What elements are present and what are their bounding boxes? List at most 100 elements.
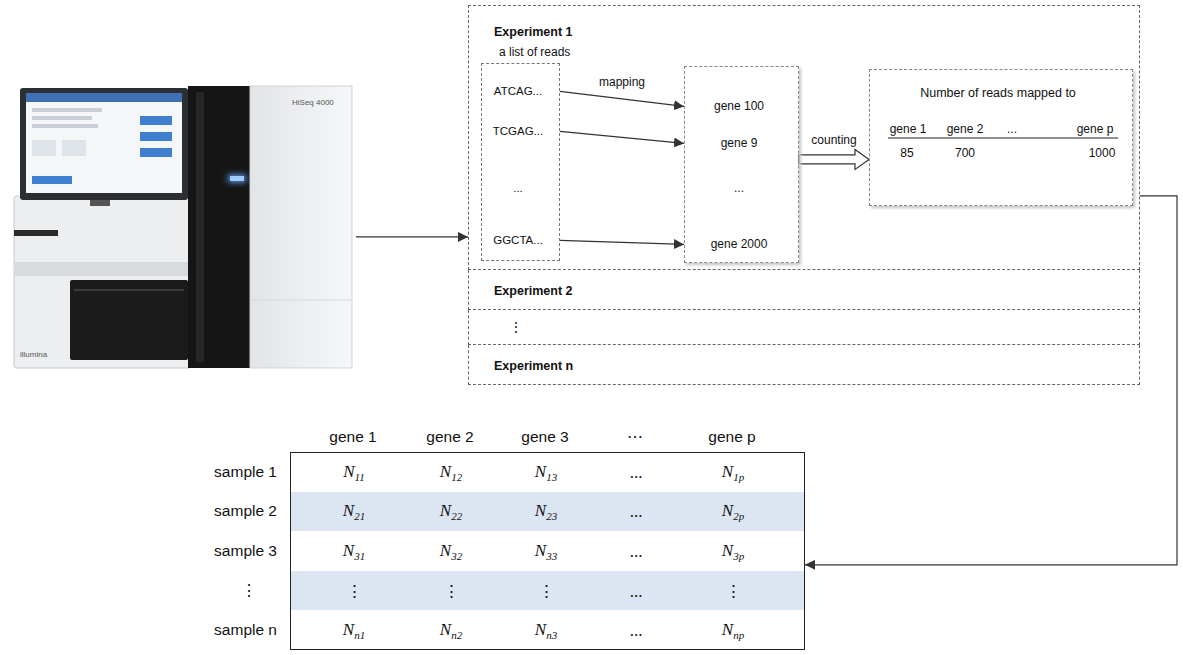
node-text: N32 bbox=[440, 541, 462, 560]
screen-line bbox=[32, 124, 98, 128]
subscript: n2 bbox=[451, 629, 462, 641]
node-text: ... bbox=[630, 463, 643, 482]
label-slot: sample 3 bbox=[214, 541, 277, 561]
subscript: 2p bbox=[733, 510, 744, 522]
text-slot: Nn2 bbox=[440, 620, 462, 643]
table-rule bbox=[888, 138, 1118, 139]
node-text: gene 9 bbox=[721, 136, 758, 150]
node-text: ... bbox=[630, 542, 643, 561]
node-text: N23 bbox=[535, 501, 557, 520]
machine-drawer bbox=[70, 280, 188, 360]
text-slot: ... bbox=[630, 621, 643, 641]
label-slot: sample n bbox=[214, 620, 277, 640]
node-text: N1p bbox=[722, 462, 744, 481]
label-slot: sample 1 bbox=[214, 462, 277, 482]
node-text: N3p bbox=[722, 541, 744, 560]
node-text: a list of reads bbox=[499, 45, 570, 59]
count-box: Number of reads mapped togene 1gene 2...… bbox=[869, 69, 1133, 206]
row-label: sample 3 bbox=[214, 542, 277, 559]
sequencer-photo: illuminaHiSeq 4000 bbox=[8, 84, 356, 374]
node-text: ⋮ bbox=[443, 581, 460, 600]
text-slot: ⋮ bbox=[443, 581, 460, 601]
screen-button bbox=[140, 116, 172, 125]
column-reflection bbox=[196, 92, 204, 362]
node-text: HiSeq 4000 bbox=[292, 98, 334, 107]
text-slot: N1p bbox=[722, 462, 744, 485]
subscript: 23 bbox=[546, 510, 557, 522]
text-slot: ... bbox=[630, 502, 643, 522]
node-text: GGCTA... bbox=[493, 234, 543, 246]
subscript: np bbox=[733, 629, 744, 641]
text-slot: gene 100 bbox=[714, 95, 764, 114]
text-slot: ... bbox=[630, 542, 643, 562]
node-text: ... bbox=[630, 502, 643, 521]
machine-ledge bbox=[14, 262, 192, 276]
row-label: sample n bbox=[214, 621, 277, 638]
screen-bar bbox=[26, 93, 182, 102]
subscript: 3p bbox=[733, 550, 744, 562]
node-text: gene 2000 bbox=[711, 237, 768, 251]
symbol: N bbox=[722, 501, 733, 520]
text-slot: ⋮ bbox=[538, 581, 555, 601]
text-slot: a list of reads bbox=[499, 41, 570, 60]
screen-panel bbox=[32, 140, 56, 156]
text-slot: TCGAG... bbox=[493, 120, 543, 139]
monitor-frame bbox=[20, 88, 188, 200]
node-text: Experiment 1 bbox=[494, 25, 573, 39]
node-text: ... bbox=[1007, 122, 1017, 136]
text-slot: ... bbox=[630, 581, 643, 601]
label-slot: sample 2 bbox=[214, 501, 277, 521]
subscript: 33 bbox=[546, 550, 557, 562]
block-arrow bbox=[799, 149, 869, 169]
text-slot: 85 bbox=[900, 142, 913, 161]
text-slot: GGCTA... bbox=[493, 229, 543, 248]
count-matrix: N11N12N13...N1pN21N22N23...N2pN31N32N33.… bbox=[290, 452, 805, 650]
symbol: N bbox=[722, 620, 733, 639]
machine-body bbox=[14, 196, 192, 368]
label-slot: ⋮ bbox=[241, 581, 257, 601]
experiment-panel: Experiment n bbox=[468, 345, 1140, 385]
symbol: N bbox=[722, 462, 733, 481]
node-text: N31 bbox=[343, 541, 365, 560]
text-slot: ⋮ bbox=[725, 581, 742, 601]
label-slot: gene p bbox=[708, 427, 755, 447]
text-slot: ⋮ bbox=[346, 581, 363, 601]
edge-label-slot: counting bbox=[809, 130, 858, 149]
text-slot: Nnp bbox=[722, 620, 744, 643]
row-label: ⋮ bbox=[241, 582, 257, 599]
tower-seam bbox=[250, 300, 352, 301]
node-text: ... bbox=[513, 182, 523, 194]
label-slot: ⋯ bbox=[627, 427, 643, 447]
node-text: N21 bbox=[343, 501, 365, 520]
text-slot: N23 bbox=[535, 501, 557, 524]
connector bbox=[560, 131, 684, 143]
connector bbox=[356, 236, 468, 237]
symbol: N bbox=[343, 541, 354, 560]
node-text: N2p bbox=[722, 501, 744, 520]
node-text: 1000 bbox=[1089, 146, 1116, 160]
subscript: 21 bbox=[354, 510, 365, 522]
node-text: N22 bbox=[440, 501, 462, 520]
monitor-screen bbox=[26, 93, 182, 193]
screen-button bbox=[32, 176, 72, 184]
symbol: N bbox=[440, 501, 451, 520]
experiment-panel: ⋮ bbox=[468, 310, 1140, 345]
subscript: 1p bbox=[733, 471, 744, 483]
node-text: N13 bbox=[535, 462, 557, 481]
node-text: N33 bbox=[535, 541, 557, 560]
text-slot: N3p bbox=[722, 541, 744, 564]
node-text: Nn1 bbox=[343, 620, 365, 639]
node-text: Nn2 bbox=[440, 620, 462, 639]
node-text: ⋮ bbox=[538, 581, 555, 600]
text-slot: 700 bbox=[955, 142, 975, 161]
machine-tower bbox=[250, 86, 352, 368]
text-slot: Experiment 1 bbox=[494, 21, 573, 40]
screen-button bbox=[140, 132, 172, 141]
genes-box: gene 100gene 9...gene 2000 bbox=[684, 66, 799, 263]
screen-button bbox=[140, 148, 172, 157]
symbol: N bbox=[535, 462, 546, 481]
text-slot: gene 2000 bbox=[711, 233, 768, 252]
text-slot: gene 1 bbox=[890, 118, 927, 137]
experiment-panel: Experiment 1a list of readsATCAG...TCGAG… bbox=[468, 5, 1140, 270]
column-header: gene 2 bbox=[426, 428, 473, 445]
